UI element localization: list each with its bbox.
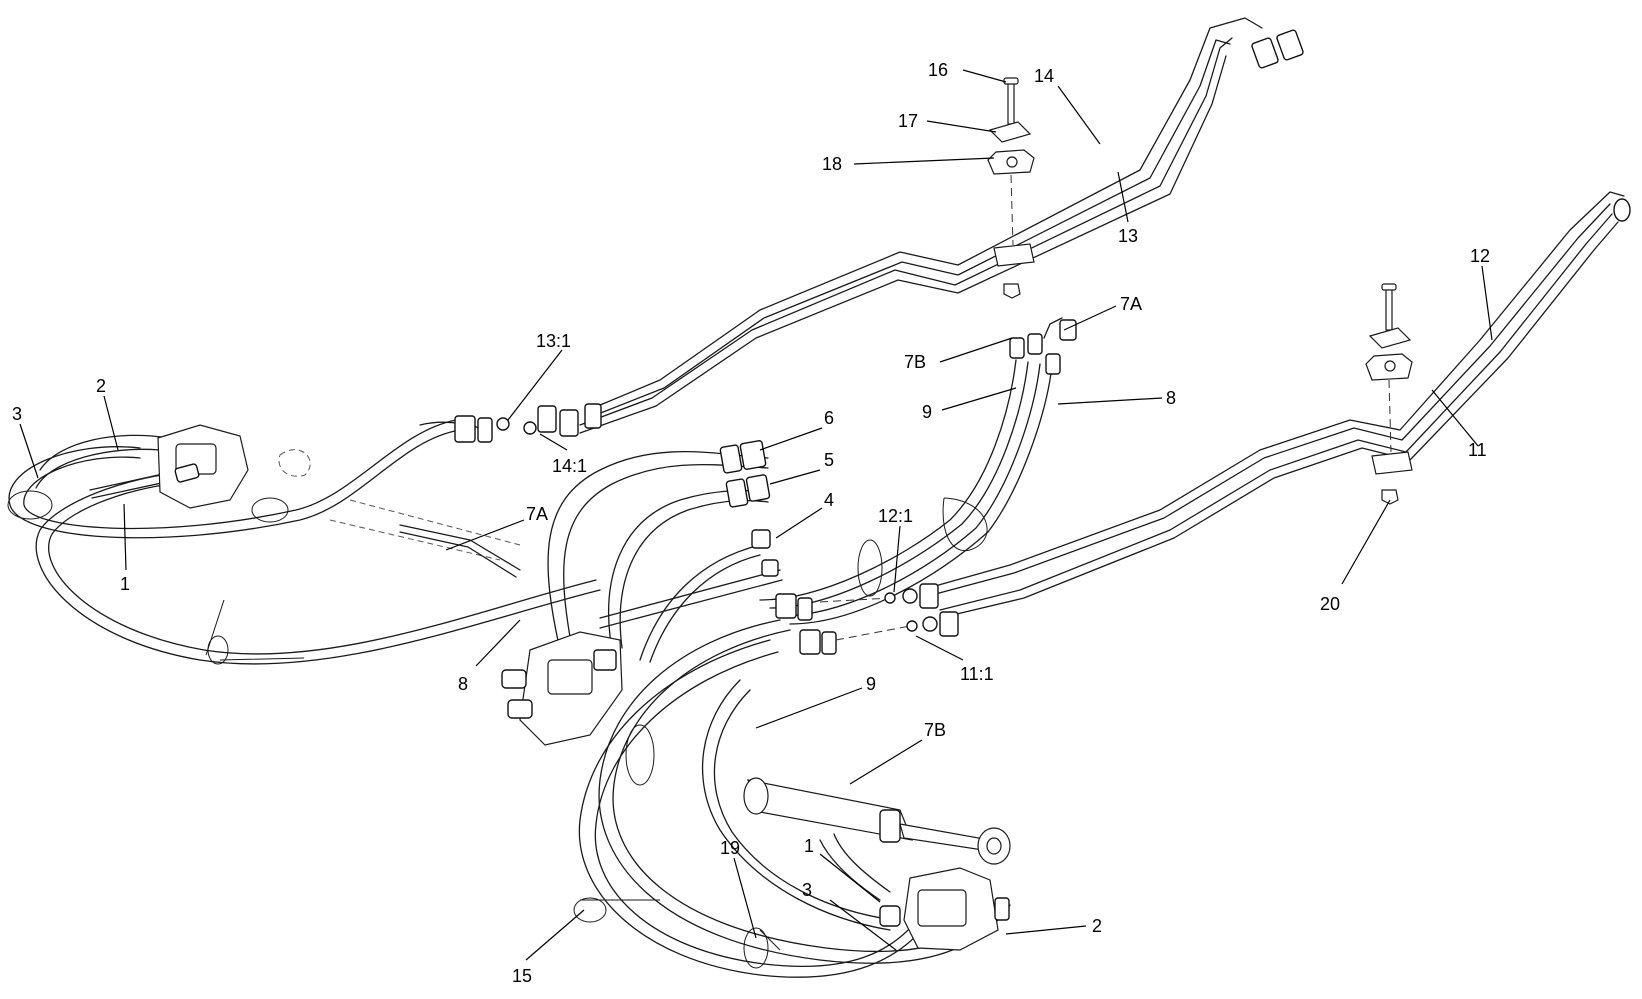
callout-3-left: 3 [12, 404, 22, 424]
callout-9-mid: 9 [866, 674, 876, 694]
callout-4: 4 [824, 490, 834, 510]
callout-17: 17 [898, 111, 918, 131]
callout-8-mid: 8 [458, 674, 468, 694]
callout-14-1: 14:1 [552, 456, 587, 476]
hydraulic-tube-13-14 [579, 17, 1304, 434]
callout-1-bottom: 1 [804, 836, 814, 856]
callout-6: 6 [824, 408, 834, 428]
callout-11: 11 [1468, 440, 1487, 460]
callout-13-1: 13:1 [536, 331, 571, 351]
callout-13: 13 [1118, 226, 1138, 246]
callout-16: 16 [928, 60, 948, 80]
callout-leader-lines [19, 69, 1493, 961]
callout-15: 15 [512, 966, 532, 986]
right-wheel-motor-hoses [573, 619, 1011, 978]
tube-clamp-assembly-lower [1365, 283, 1413, 505]
callout-8-top: 8 [1166, 388, 1176, 408]
callout-2-left: 2 [96, 376, 106, 396]
callout-18: 18 [822, 154, 842, 174]
steering-cylinder-left-ghost [278, 449, 521, 578]
callout-labels: 16 14 17 18 13 12 7A 7B 13:1 9 8 11 2 3 … [12, 60, 1490, 986]
left-wheel-motor-hoses [7, 419, 601, 665]
tube-clamp-assembly-upper [987, 77, 1035, 299]
callout-5: 5 [824, 450, 834, 470]
center-lower-fittings [775, 539, 959, 655]
center-upper-fittings [419, 403, 602, 443]
callout-11-1: 11:1 [960, 664, 994, 684]
center-pump-hoses [501, 440, 783, 746]
callout-12: 12 [1470, 246, 1490, 266]
steering-cylinder-right [743, 777, 1011, 865]
right-upper-hose-bundle [759, 317, 1077, 625]
callout-3-bottom: 3 [802, 880, 812, 900]
callout-9-top: 9 [922, 402, 932, 422]
callout-19: 19 [720, 838, 740, 858]
callout-7b-mid: 7B [924, 720, 946, 740]
callout-7a-top: 7A [1120, 294, 1142, 314]
callout-7b-top: 7B [904, 352, 926, 372]
callout-1-left: 1 [120, 574, 130, 594]
callout-7a-mid: 7A [526, 504, 548, 524]
callout-14: 14 [1034, 66, 1054, 86]
callout-12-1: 12:1 [878, 506, 913, 526]
callout-2-bottom: 2 [1092, 916, 1102, 936]
callout-20: 20 [1320, 594, 1340, 614]
hydraulic-tube-11-12 [927, 191, 1631, 619]
